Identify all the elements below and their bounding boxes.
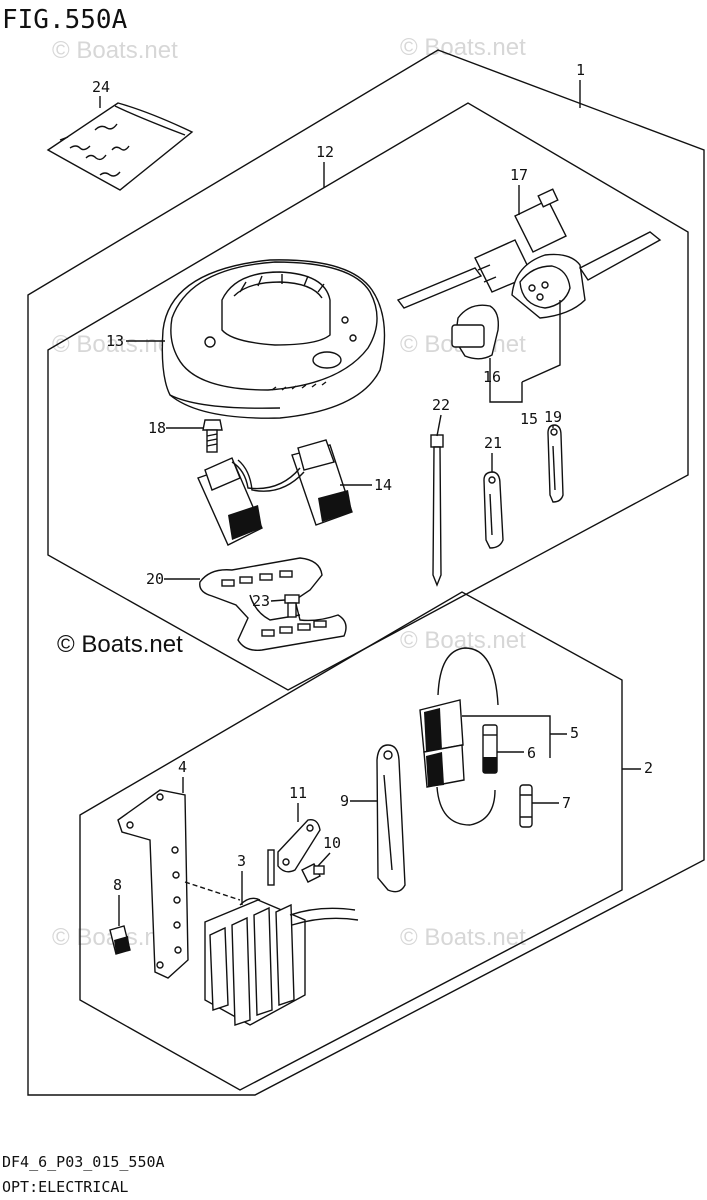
cable-tie [430, 434, 444, 587]
callout-label: 5 [570, 724, 579, 742]
rectifier [184, 849, 359, 1026]
callout-label: 22 [432, 396, 450, 414]
callout-label: 3 [237, 852, 246, 870]
callout-label: 24 [92, 78, 110, 96]
callout-label: 11 [289, 784, 307, 802]
bolt [202, 419, 223, 453]
mounting-plate [199, 557, 347, 651]
copyright-notice: © Boats.net [57, 631, 183, 658]
watermark: © Boats.net [400, 34, 526, 61]
bolt-small [301, 863, 325, 883]
callout-label: 14 [374, 476, 392, 494]
callouts: 1 24 12 17 13 16 15 19 22 21 18 14 20 23… [92, 61, 653, 926]
callout-label: 19 [544, 408, 562, 426]
callout-label: 23 [252, 592, 270, 610]
wire-clips [483, 424, 564, 549]
watermark: © Boats.net [400, 924, 526, 951]
callout-label: 7 [562, 794, 571, 812]
callout-label: 10 [323, 834, 341, 852]
terminal-plate [277, 819, 321, 873]
grommet [109, 925, 131, 955]
fuse-holder [419, 647, 499, 826]
figure-caption: OPT:ELECTRICAL [2, 1178, 128, 1196]
connector-assembly [396, 188, 662, 403]
callout-label: 16 [483, 368, 501, 386]
callout-label: 20 [146, 570, 164, 588]
fuse [482, 724, 498, 774]
watermark: © Boats.net [400, 627, 526, 654]
stator [161, 259, 386, 419]
callout-label: 9 [340, 792, 349, 810]
callout-label: 21 [484, 434, 502, 452]
callout-label: 1 [576, 61, 585, 79]
callout-label: 15 [520, 410, 538, 428]
spare-fuse [519, 784, 533, 828]
callout-label: 13 [106, 332, 124, 350]
figure-title: FIG.550A [2, 5, 128, 35]
stator-kit-boundary [47, 102, 689, 691]
bracket [117, 789, 189, 979]
callout-label: 2 [644, 759, 653, 777]
pickup-coils [197, 439, 353, 546]
callout-label: 12 [316, 143, 334, 161]
kit-boundary-outline [27, 49, 705, 1096]
cable-clamp [376, 744, 406, 893]
watermark: © Boats.net [52, 37, 178, 64]
screw [284, 594, 300, 618]
parts-bag [46, 102, 194, 191]
figure-code: DF4_6_P03_015_550A [2, 1153, 165, 1171]
callout-label: 17 [510, 166, 528, 184]
callout-label: 6 [527, 744, 536, 762]
fuse-kit-boundary [79, 591, 623, 1091]
callout-label: 8 [113, 876, 122, 894]
callout-label: 4 [178, 758, 187, 776]
callout-label: 18 [148, 419, 166, 437]
